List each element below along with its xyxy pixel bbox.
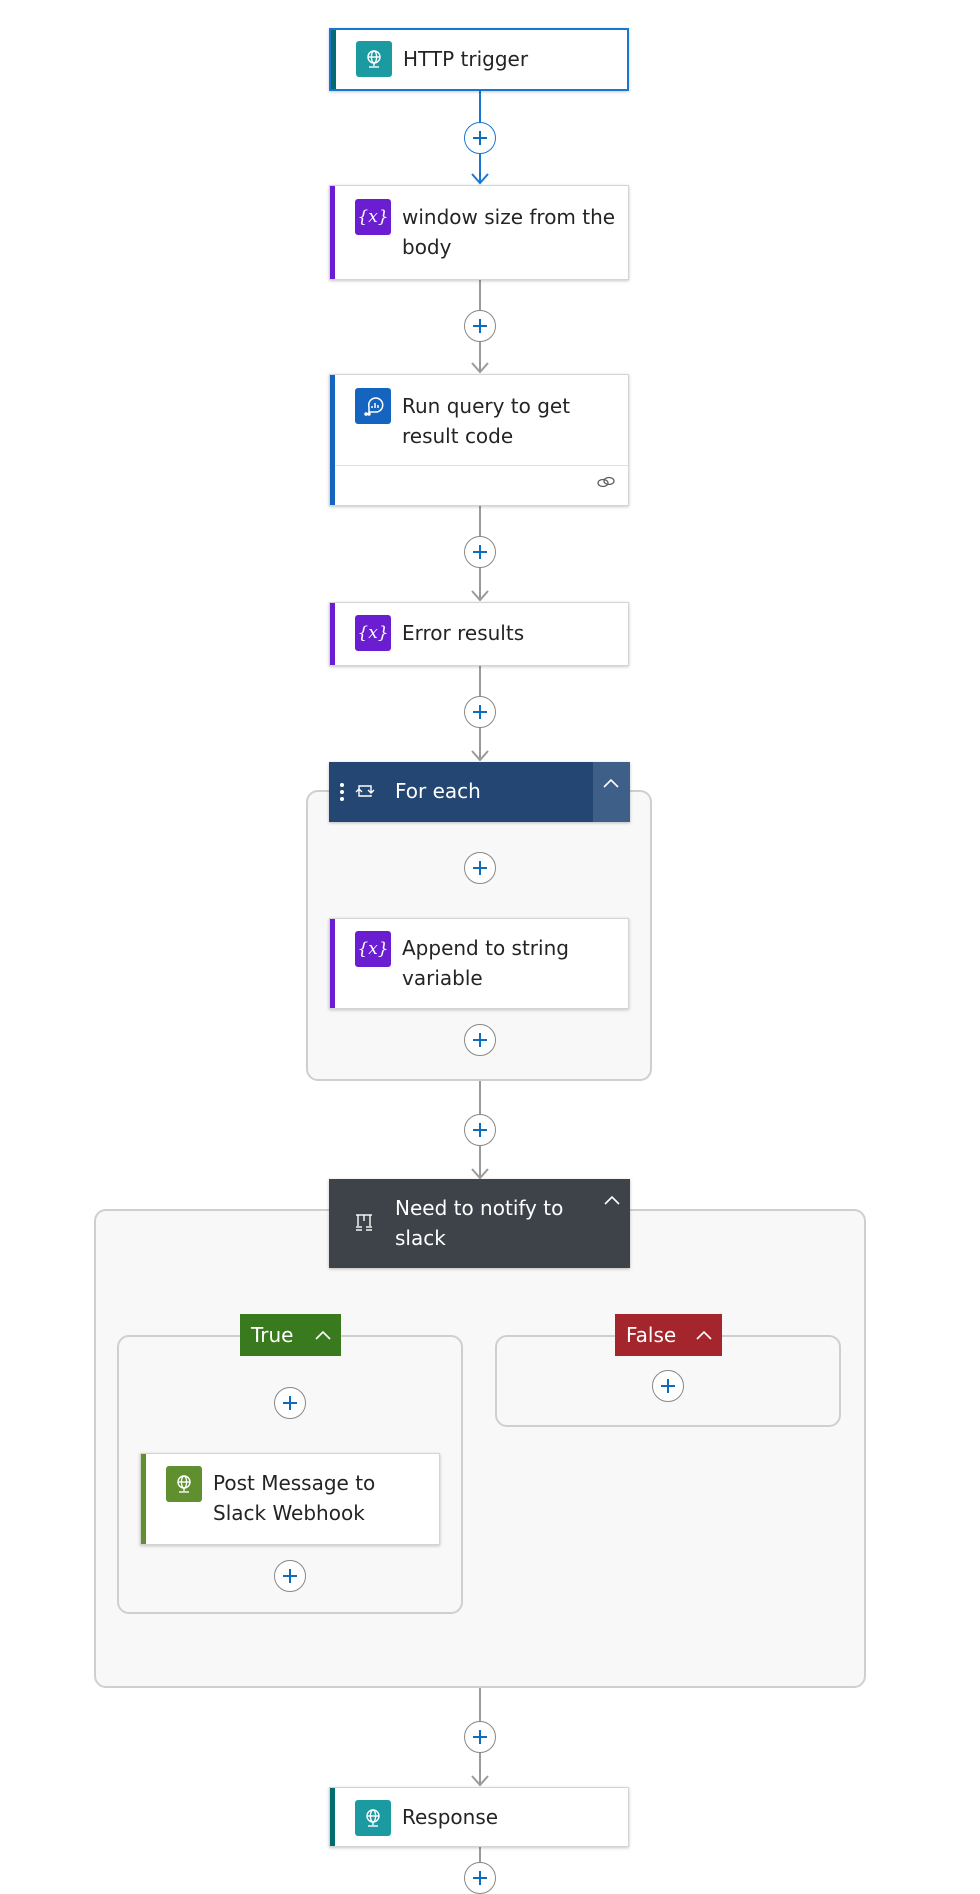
card-title: Response [402, 1805, 499, 1829]
true-branch-label[interactable]: True [240, 1314, 341, 1356]
condition-header[interactable]: Need to notify to slack [329, 1179, 630, 1268]
branch-label-text: True [251, 1323, 294, 1347]
drag-handle-icon[interactable] [339, 782, 345, 806]
card-footer [335, 465, 628, 505]
for-each-header[interactable]: For each [329, 762, 630, 822]
add-step-button[interactable] [274, 1387, 306, 1419]
log-analytics-icon [355, 388, 391, 424]
add-step-button[interactable] [464, 1721, 496, 1753]
chevron-up-icon[interactable] [696, 1330, 712, 1340]
add-step-button[interactable] [464, 122, 496, 154]
variable-icon: {x} [355, 199, 391, 235]
false-branch-label[interactable]: False [615, 1314, 722, 1356]
http-globe-icon [355, 1800, 391, 1836]
condition-title: Need to notify to slack [395, 1196, 564, 1250]
append-string-card[interactable]: {x} Append to string variable [329, 918, 629, 1009]
branch-label-text: False [626, 1323, 677, 1347]
plus-icon [473, 861, 487, 875]
card-accent [331, 30, 336, 89]
card-title: Error results [402, 621, 525, 645]
add-step-button[interactable] [464, 696, 496, 728]
chevron-up-icon [603, 778, 619, 788]
plus-icon [473, 1033, 487, 1047]
card-accent [330, 1788, 335, 1846]
card-accent [330, 603, 335, 665]
variable-icon: {x} [355, 931, 391, 967]
for-each-title: For each [395, 779, 481, 803]
post-slack-message-card[interactable]: Post Message to Slack Webhook [140, 1453, 440, 1545]
http-trigger-card[interactable]: HTTP trigger [329, 28, 629, 91]
condition-icon [353, 1211, 375, 1237]
add-step-button[interactable] [464, 1024, 496, 1056]
chevron-up-icon[interactable] [604, 1195, 620, 1205]
card-title: Post Message to Slack Webhook [213, 1471, 376, 1525]
loop-icon [355, 782, 375, 804]
chevron-up-icon[interactable] [315, 1330, 331, 1340]
card-title: Run query to get result code [402, 394, 571, 448]
http-globe-icon [166, 1466, 202, 1502]
http-globe-icon [356, 41, 392, 77]
plus-icon [473, 1871, 487, 1885]
card-accent [141, 1454, 146, 1544]
error-results-card[interactable]: {x} Error results [329, 602, 629, 666]
run-query-card[interactable]: Run query to get result code [329, 374, 629, 506]
plus-icon [283, 1396, 297, 1410]
add-step-button[interactable] [464, 1114, 496, 1146]
add-step-button[interactable] [464, 536, 496, 568]
plus-icon [473, 319, 487, 333]
card-accent [330, 919, 335, 1008]
plus-icon [473, 1730, 487, 1744]
plus-icon [473, 705, 487, 719]
add-step-button[interactable] [464, 852, 496, 884]
plus-icon [661, 1379, 675, 1393]
card-title: window size from the body [402, 205, 616, 259]
variable-icon: {x} [355, 615, 391, 651]
plus-icon [473, 131, 487, 145]
plus-icon [473, 545, 487, 559]
plus-icon [283, 1569, 297, 1583]
response-card[interactable]: Response [329, 1787, 629, 1847]
add-step-button[interactable] [464, 310, 496, 342]
plus-icon [473, 1123, 487, 1137]
card-accent [330, 375, 335, 505]
add-step-button[interactable] [464, 1862, 496, 1894]
add-step-button[interactable] [274, 1560, 306, 1592]
add-step-button[interactable] [652, 1370, 684, 1402]
collapse-button[interactable] [593, 762, 630, 822]
card-accent [330, 186, 335, 279]
window-size-card[interactable]: {x} window size from the body [329, 185, 629, 280]
card-title: Append to string variable [402, 936, 569, 990]
link-icon[interactable] [596, 474, 616, 494]
card-title: HTTP trigger [403, 47, 529, 71]
